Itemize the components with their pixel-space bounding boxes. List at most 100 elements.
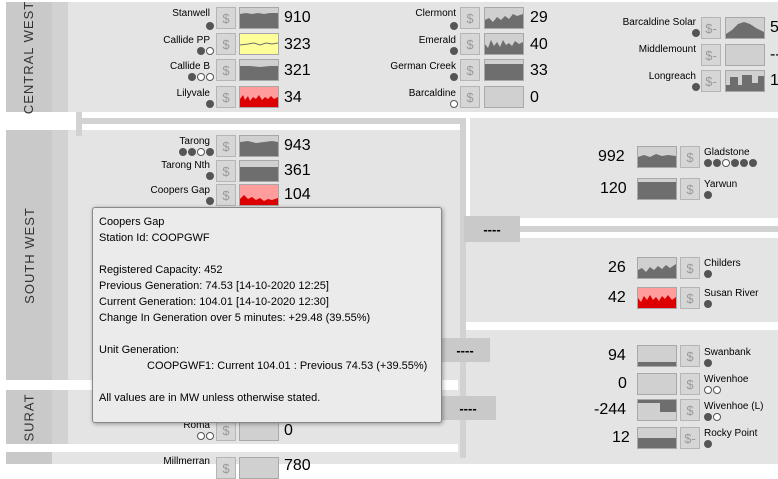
generation-value-susan-river: 42 [608, 289, 626, 306]
station-name-barcaldine-solar[interactable]: Barcaldine Solar [622, 17, 696, 28]
generation-sparkline[interactable] [239, 86, 279, 108]
generation-value-longreach: 1 [770, 72, 778, 89]
station-name-millmerran[interactable]: Millmerran [163, 456, 210, 467]
generation-sparkline[interactable] [637, 178, 677, 200]
station-name-roma[interactable]: Roma [183, 420, 210, 431]
price-dollar-icon[interactable]: $ [216, 457, 236, 479]
generation-sparkline[interactable] [239, 457, 279, 479]
station-name-lilyvale[interactable]: Lilyvale [176, 88, 210, 99]
tooltip-registered-capacity: Registered Capacity: 452 [99, 264, 223, 276]
price-dollar-icon[interactable]: $ [460, 33, 480, 55]
price-dollar-icon[interactable]: $ [680, 399, 700, 421]
generation-sparkline[interactable] [239, 184, 279, 206]
price-dash-icon[interactable]: $- [680, 427, 700, 449]
generation-sparkline[interactable] [725, 44, 765, 66]
south-west-edge [52, 130, 68, 380]
price-dash-icon[interactable]: $- [701, 17, 721, 39]
price-dollar-icon[interactable]: $ [216, 160, 236, 182]
price-dollar-icon[interactable]: $ [680, 178, 700, 200]
generation-sparkline[interactable] [239, 135, 279, 157]
generation-sparkline[interactable] [239, 33, 279, 55]
interconnector-flow-1[interactable]: ---- [464, 216, 520, 242]
station-name-longreach[interactable]: Longreach [648, 71, 696, 82]
unit-status-dots [434, 22, 458, 31]
generation-sparkline[interactable] [637, 257, 677, 279]
unit-status-dots [180, 73, 214, 82]
station-name-middlemount[interactable]: Middlemount [638, 44, 696, 55]
tooltip-current-generation: Current Generation: 104.01 [14-10-2020 1… [99, 296, 329, 308]
generation-sparkline[interactable] [239, 59, 279, 81]
south-west-label: SOUTH WEST [6, 130, 52, 380]
unit-status-dots [704, 191, 724, 200]
price-dollar-icon[interactable]: $ [216, 33, 236, 55]
unit-status-dots [190, 172, 214, 181]
generation-sparkline[interactable] [239, 160, 279, 182]
interconnector-flow-3[interactable]: ---- [440, 396, 496, 420]
price-dash-icon[interactable]: $- [701, 70, 721, 92]
central-west-edge [52, 2, 68, 112]
price-dollar-icon[interactable]: $ [680, 287, 700, 309]
generation-sparkline[interactable] [484, 59, 524, 81]
price-dollar-icon[interactable]: $ [680, 345, 700, 367]
price-dollar-icon[interactable]: $ [216, 184, 236, 206]
generation-value-barcaldine-solar: 5 [770, 19, 778, 36]
station-name-clermont[interactable]: Clermont [415, 8, 456, 19]
generation-sparkline[interactable] [239, 7, 279, 29]
generation-sparkline[interactable] [484, 7, 524, 29]
unit-status-dots [190, 22, 214, 31]
tooltip-footer: All values are in MW unless otherwise st… [99, 392, 321, 404]
station-name-coopers-gap[interactable]: Coopers Gap [150, 185, 210, 196]
generation-sparkline[interactable] [637, 146, 677, 168]
generation-value-german-creek: 33 [530, 62, 548, 79]
generation-value-wivenhoe: 0 [618, 375, 627, 392]
interconnector-flow-2[interactable]: ---- [440, 338, 490, 362]
station-name-german-creek[interactable]: German Creek [390, 61, 456, 72]
price-dollar-icon[interactable]: $ [680, 373, 700, 395]
station-name-callide-b[interactable]: Callide B [169, 61, 210, 72]
generation-sparkline[interactable] [637, 427, 677, 449]
price-dollar-icon[interactable]: $ [460, 7, 480, 29]
surat-edge [52, 390, 68, 444]
bottom-label [6, 452, 52, 464]
station-name-tarong-nth[interactable]: Tarong Nth [161, 160, 210, 171]
unit-status-dots [704, 386, 724, 395]
price-dollar-icon[interactable]: $ [460, 59, 480, 81]
station-name-stanwell[interactable]: Stanwell [172, 8, 210, 19]
generation-sparkline[interactable] [484, 33, 524, 55]
station-name-gladstone[interactable]: Gladstone [704, 147, 750, 158]
generation-sparkline[interactable] [637, 345, 677, 367]
price-dollar-icon[interactable]: $ [216, 7, 236, 29]
tooltip-previous-generation: Previous Generation: 74.53 [14-10-2020 1… [99, 280, 329, 292]
price-dollar-icon[interactable]: $ [216, 419, 236, 441]
station-name-tarong[interactable]: Tarong [179, 136, 210, 147]
station-name-susan-river[interactable]: Susan River [704, 288, 759, 299]
station-name-childers[interactable]: Childers [704, 258, 741, 269]
price-dollar-icon[interactable]: $ [216, 86, 236, 108]
generation-sparkline[interactable] [725, 70, 765, 92]
generation-sparkline[interactable] [484, 86, 524, 108]
price-dollar-icon[interactable]: $ [216, 59, 236, 81]
generation-sparkline[interactable] [725, 17, 765, 39]
generation-sparkline[interactable] [637, 399, 677, 421]
generation-value-barcaldine: 0 [530, 89, 539, 106]
station-name-callide-pp[interactable]: Callide PP [163, 35, 210, 46]
station-name-wivenhoe-l[interactable]: Wivenhoe (L) [704, 401, 764, 412]
generation-sparkline[interactable] [637, 373, 677, 395]
generation-sparkline[interactable] [637, 287, 677, 309]
station-name-swanbank[interactable]: Swanbank [704, 347, 751, 358]
price-dollar-icon[interactable]: $ [680, 146, 700, 168]
generation-value-middlemount: -- [770, 46, 778, 63]
connector-h1 [76, 118, 466, 124]
price-dollar-icon[interactable]: $ [216, 135, 236, 157]
price-dollar-icon[interactable]: $ [460, 86, 480, 108]
station-name-emerald[interactable]: Emerald [418, 35, 456, 46]
price-dollar-icon[interactable]: $ [680, 257, 700, 279]
station-name-wivenhoe[interactable]: Wivenhoe [704, 374, 749, 385]
station-name-barcaldine[interactable]: Barcaldine [408, 88, 456, 99]
station-name-rocky-point[interactable]: Rocky Point [704, 428, 758, 439]
price-dash-icon[interactable]: $- [701, 44, 721, 66]
generation-value-emerald: 40 [530, 36, 548, 53]
tooltip-change: Change In Generation over 5 minutes: +29… [99, 312, 371, 324]
station-name-yarwun[interactable]: Yarwun [704, 179, 738, 190]
unit-status-dots [704, 413, 724, 422]
